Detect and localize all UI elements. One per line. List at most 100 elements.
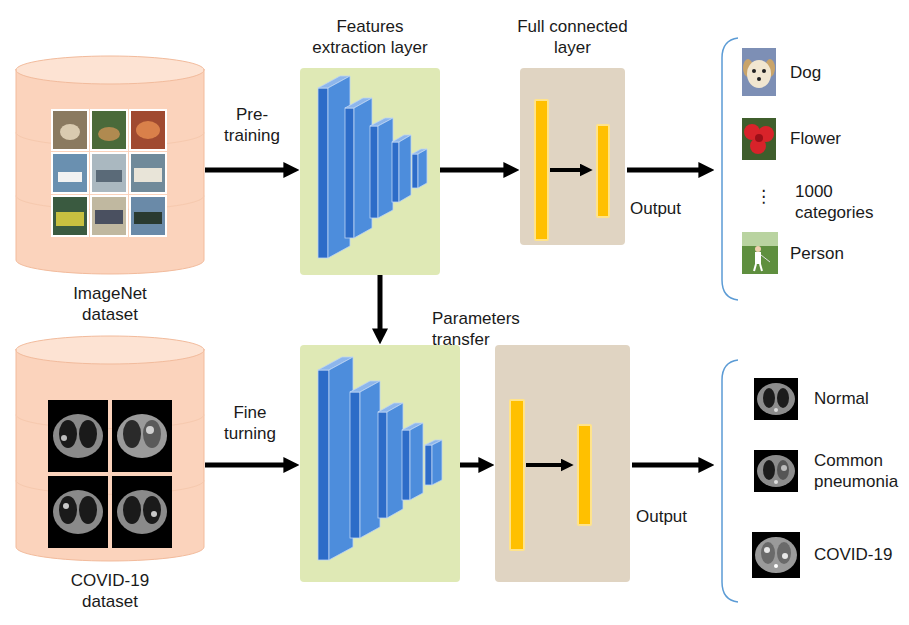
imagenet-thumbnails [91, 153, 127, 193]
ct-thumbnails [151, 511, 157, 517]
ct-thumbnails [48, 476, 108, 548]
category-label: 1000 categories [795, 181, 895, 224]
ct-pneumonia-thumbnail [763, 460, 775, 480]
class-label: Common pneumonia [814, 450, 909, 493]
conv-layer-stack [402, 430, 410, 500]
edge-label-slot: Parameters transfer [432, 308, 542, 351]
imagenet-thumbnails [58, 172, 82, 182]
imagenet-thumbnails [91, 196, 127, 236]
conv-layer-stack [387, 403, 403, 518]
imagenet-thumbnails [91, 110, 127, 150]
person-thumbnail [742, 232, 778, 274]
ct-thumbnails [112, 400, 172, 472]
category-label: Person [790, 243, 844, 264]
free-label-slot: COVID-19 [814, 544, 892, 565]
conv-layer-stack [354, 98, 372, 238]
ellipsis-mark: ⋮ [755, 186, 772, 207]
edge-label-slot: Fine turning [210, 402, 290, 445]
ct-covid-thumbnail [774, 564, 778, 568]
cylinder-top [16, 336, 204, 364]
dataset-cylinder: COVID-19 dataset [15, 335, 205, 562]
node-heading: Features extraction layer [300, 16, 440, 59]
free-label-slot: Dog [790, 62, 821, 83]
ct-pneumonia-thumbnail [781, 465, 787, 471]
ct-normal-thumbnail [754, 378, 798, 420]
ct-thumbnails [48, 400, 108, 472]
flower-thumbnail [755, 134, 763, 142]
conv-layer-stack [432, 440, 442, 485]
person-thumbnail [742, 232, 778, 246]
conv-layer-stack [345, 108, 354, 238]
free-label-slot: Normal [814, 388, 869, 409]
ct-thumbnails [112, 476, 172, 548]
flow-arrow [460, 463, 480, 468]
cylinder-band [16, 480, 204, 494]
person-thumbnail [754, 264, 756, 271]
conv-layer-stack [399, 135, 411, 202]
conv-layer-stack [378, 118, 393, 218]
edge-label: Parameters transfer [432, 308, 542, 351]
dog-thumbnail [742, 48, 776, 96]
conv-layer-stack [418, 149, 427, 188]
imagenet-thumbnails [136, 121, 160, 139]
conv-layer-stack [350, 392, 360, 538]
free-label-slot: Flower [790, 128, 841, 149]
ct-pneumonia-thumbnail [777, 460, 789, 480]
conv-layer-stack [425, 445, 432, 485]
ct-covid-thumbnail [764, 547, 770, 553]
fc-layer-bars [510, 400, 524, 550]
imagenet-thumbnails [130, 153, 166, 193]
ct-normal-thumbnail [763, 388, 775, 408]
flow-arrow [378, 275, 383, 330]
ct-thumbnails [61, 435, 67, 441]
ct-thumbnails [146, 426, 154, 434]
output-label: Output [630, 198, 681, 219]
ct-normal-thumbnail [774, 408, 778, 412]
conv-layer-stack [410, 423, 423, 500]
person-thumbnail [755, 252, 761, 264]
conv-layer-stack [329, 357, 353, 560]
fc-layer-bars [597, 125, 609, 217]
dog-thumbnail [747, 60, 771, 88]
free-label-slot: Output [636, 506, 687, 527]
ct-thumbnails [123, 420, 141, 448]
ct-normal-thumbnail [757, 383, 795, 415]
imagenet-thumbnails [52, 153, 88, 193]
flower-thumbnail [742, 118, 776, 160]
output-arrow [627, 170, 700, 465]
imagenet-thumbnails [130, 110, 166, 150]
output-bracket [722, 38, 738, 300]
ct-thumbnails [143, 496, 161, 524]
ct-covid-thumbnail [761, 542, 775, 564]
person-thumbnail [760, 264, 762, 271]
ct-normal-thumbnail [777, 388, 789, 408]
category-label: Dog [790, 62, 821, 83]
ct-covid-thumbnail [752, 532, 800, 578]
person-thumbnail [761, 255, 770, 262]
fc-layer-bars [550, 168, 581, 172]
ct-covid-thumbnail [752, 532, 800, 578]
edge-label: Fine turning [210, 402, 290, 445]
ct-thumbnails [59, 420, 77, 448]
edge-label-slot: Pre- training [212, 104, 292, 147]
output-bracket [722, 360, 738, 602]
free-label-slot: Person [790, 243, 844, 264]
imagenet-thumbnails [134, 168, 162, 182]
cylinder-body [16, 349, 204, 561]
conv-layer-stack [378, 412, 387, 518]
conv-layer-stack [318, 357, 442, 560]
ct-normal-thumbnail [754, 378, 798, 420]
fc-layer-bars [510, 100, 609, 550]
ct-covid-thumbnail [782, 553, 788, 559]
free-label-slot: Common pneumonia [814, 450, 909, 493]
free-label-slot: Output [630, 198, 681, 219]
fc-layer-bars [526, 463, 562, 467]
conv-layer-stack [318, 370, 329, 560]
person-thumbnail [755, 246, 761, 252]
conv-layer-stack [360, 381, 380, 538]
imagenet-thumbnails [95, 210, 123, 224]
output-arrow [627, 168, 700, 173]
imagenet-thumbnails [130, 196, 166, 236]
cylinder-outline [15, 335, 205, 562]
dog-thumbnail [762, 69, 766, 73]
